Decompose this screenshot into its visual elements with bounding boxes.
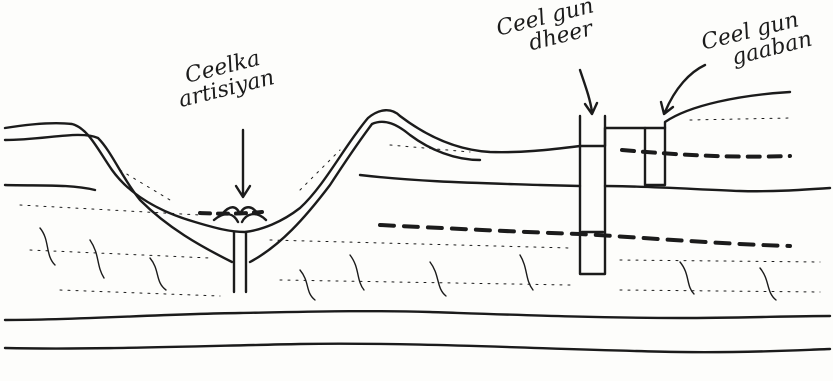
shallow-well-casing xyxy=(645,128,665,185)
confining-layer-right-lower xyxy=(5,185,95,190)
confining-layer-left xyxy=(5,135,232,262)
aquifer-dots xyxy=(20,118,820,296)
bedrock-line xyxy=(5,344,830,353)
upper-layer-boundary-right xyxy=(605,186,830,191)
deep-well-casing xyxy=(580,116,605,274)
deep-well-arrow xyxy=(580,70,597,114)
water-table-dashed-left xyxy=(200,212,262,214)
water-table-dashed-upper xyxy=(622,150,790,157)
lower-layer-boundary xyxy=(5,311,830,320)
upper-layer-boundary xyxy=(360,175,580,186)
ground-surface-line xyxy=(5,92,790,232)
artesian-well-pipe xyxy=(234,232,246,292)
artesian-arrow xyxy=(236,130,250,197)
water-table-dashed-main xyxy=(380,225,790,246)
aquifer-texture xyxy=(40,228,776,300)
